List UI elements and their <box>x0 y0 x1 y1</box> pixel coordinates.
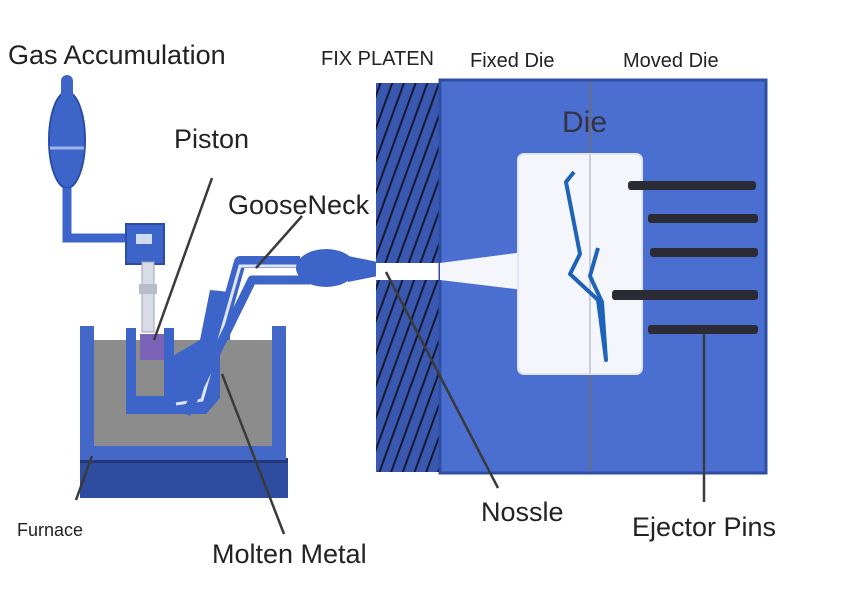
ejector-pin-4 <box>612 290 758 300</box>
nossle-leader <box>384 271 500 489</box>
fixed-die-label: Fixed Die <box>470 50 555 72</box>
ejector-pin-3 <box>650 248 758 257</box>
nozzle-passage <box>376 263 440 280</box>
gooseneck-label: GooseNeck <box>228 190 370 220</box>
platen-upper <box>376 83 440 263</box>
leader-lines <box>74 177 706 535</box>
piston-head <box>140 334 164 360</box>
furnace-base-top-edge <box>80 458 288 463</box>
nozzle-bulb <box>296 249 356 287</box>
piston-rod <box>141 261 155 333</box>
ejector-pins <box>612 181 758 334</box>
die-block <box>438 78 768 475</box>
gooseneck-leader <box>255 215 303 269</box>
ejector-pin-5 <box>648 325 758 334</box>
fixed-platen <box>376 83 440 472</box>
furnace-label: Furnace <box>17 520 84 540</box>
runner <box>440 252 524 290</box>
nozzle-tip <box>348 256 378 282</box>
gas-accumulator <box>48 75 165 265</box>
shot-sleeve-gooseneck <box>126 249 378 416</box>
gas-accumulation-label: Gas Accumulation <box>8 40 226 70</box>
gooseneck-body <box>166 290 230 398</box>
valve-highlight <box>136 234 152 244</box>
moved-die-label: Moved Die <box>623 50 719 72</box>
pot-floor <box>80 446 286 460</box>
ejector-pins-label: Ejector Pins <box>632 512 777 542</box>
ejector-pin-1 <box>628 181 756 190</box>
platen-lower <box>376 280 440 472</box>
piston-assembly <box>139 261 164 360</box>
die-cavity <box>517 153 643 375</box>
molten-leader <box>220 373 286 535</box>
accumulator-pipe <box>62 188 128 243</box>
piston-leader <box>152 177 214 341</box>
accumulator-tank <box>48 91 86 189</box>
lightning-bolt <box>564 170 608 362</box>
piston-rod-collar <box>139 284 157 294</box>
ejector-pin-2 <box>648 214 758 223</box>
gooseneck-outer <box>181 275 310 416</box>
molten-metal-label: Molten Metal <box>212 539 367 569</box>
furnace-leader <box>74 455 94 501</box>
fix-platen-label: FIX PLATEN <box>321 48 434 70</box>
piston-label: Piston <box>174 124 250 154</box>
pot-wall-right <box>272 326 286 460</box>
pot-wall-left <box>80 326 94 460</box>
accumulator-cap <box>61 75 73 87</box>
nossle-label: Nossle <box>481 497 564 527</box>
die-label: Die <box>562 106 608 139</box>
furnace-base <box>80 458 288 498</box>
